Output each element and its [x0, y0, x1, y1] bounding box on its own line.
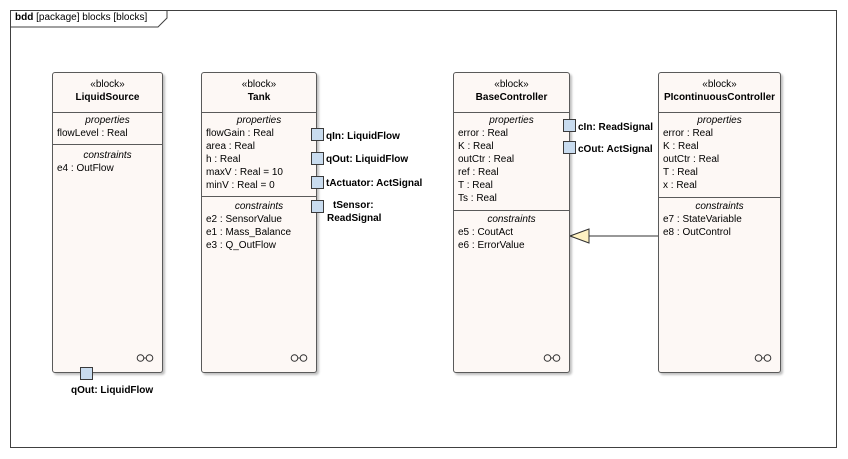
- block-tank[interactable]: «block» Tank properties flowGain : Real …: [201, 72, 317, 373]
- frame-tab-outline: [10, 10, 168, 28]
- block-stereotype: «block»: [702, 79, 737, 90]
- property-item: h : Real: [206, 154, 241, 165]
- port-label-tank-tsensor-line1: tSensor:: [333, 200, 374, 211]
- constraints-title: constraints: [83, 150, 132, 161]
- compartment-separator: [53, 112, 162, 113]
- port-tank-tactuator[interactable]: [311, 176, 324, 189]
- block-stereotype: «block»: [494, 79, 529, 90]
- constraints-title: constraints: [234, 201, 284, 212]
- block-stereotype: «block»: [241, 79, 277, 90]
- compartment-separator: [659, 112, 780, 113]
- properties-title: properties: [697, 115, 742, 126]
- constraint-item: e5 : CoutAct: [458, 227, 514, 238]
- property-item: x : Real: [663, 180, 697, 191]
- property-item: K : Real: [458, 141, 494, 152]
- properties-title: properties: [85, 115, 130, 126]
- constraint-item: e2 : SensorValue: [206, 214, 282, 225]
- compartment-separator: [454, 210, 569, 211]
- property-item: flowGain : Real: [206, 128, 274, 139]
- constraint-item: e1 : Mass_Balance: [206, 227, 292, 238]
- infinity-icon: [290, 354, 308, 362]
- frame-keyword: bdd: [15, 12, 34, 23]
- infinity-icon: [136, 354, 154, 362]
- generalization-arrowhead: [568, 228, 590, 244]
- diagram-frame: [10, 10, 837, 448]
- port-source-qout[interactable]: [80, 367, 93, 380]
- port-label-ctrl-cout: cOut: ActSignal: [578, 144, 653, 155]
- block-pi-controller[interactable]: «block» PIcontinuousController propertie…: [658, 72, 781, 373]
- block-name: LiquidSource: [75, 92, 140, 103]
- property-item: error : Real: [663, 128, 714, 139]
- constraints-title: constraints: [487, 214, 536, 225]
- property-item: area : Real: [206, 141, 255, 152]
- property-item: outCtr : Real: [458, 154, 515, 165]
- property-item: T : Real: [663, 167, 698, 178]
- constraint-item: e3 : Q_OutFlow: [206, 240, 277, 251]
- block-name: Tank: [247, 92, 271, 103]
- port-label-tank-qin: qIn: LiquidFlow: [326, 131, 400, 142]
- frame-text: [package] blocks [blocks]: [36, 12, 148, 23]
- compartment-separator: [659, 197, 780, 198]
- block-stereotype: «block»: [90, 79, 125, 90]
- block-header: «block» PIcontinuousController: [659, 79, 780, 105]
- compartment-separator: [53, 144, 162, 145]
- port-label-tank-qout: qOut: LiquidFlow: [326, 154, 409, 165]
- block-liquid-source[interactable]: «block» LiquidSource properties flowLeve…: [52, 72, 163, 373]
- block-header: «block» Tank: [202, 79, 316, 105]
- block-name: BaseController: [475, 92, 548, 103]
- block-header: «block» BaseController: [454, 79, 569, 105]
- property-item: ref : Real: [458, 167, 499, 178]
- compartment-separator: [454, 112, 569, 113]
- property-item: Ts : Real: [458, 193, 497, 204]
- infinity-icon: [543, 354, 561, 362]
- block-header: «block» LiquidSource: [53, 79, 162, 105]
- property-item: minV : Real = 0: [206, 180, 275, 191]
- constraint-item: e8 : OutControl: [663, 227, 731, 238]
- block-base-controller[interactable]: «block» BaseController properties error …: [453, 72, 570, 373]
- properties-title: properties: [489, 115, 534, 126]
- port-ctrl-cout[interactable]: [563, 141, 576, 154]
- property-item: error : Real: [458, 128, 509, 139]
- constraints-title: constraints: [695, 201, 744, 212]
- property-item: outCtr : Real: [663, 154, 720, 165]
- constraint-item: e6 : ErrorValue: [458, 240, 525, 251]
- port-tank-tsensor[interactable]: [311, 200, 324, 213]
- port-ctrl-cin[interactable]: [563, 119, 576, 132]
- infinity-icon: [754, 354, 772, 362]
- block-name: PIcontinuousController: [663, 92, 776, 103]
- constraint-item: e7 : StateVariable: [663, 214, 742, 225]
- port-tank-qin[interactable]: [311, 128, 324, 141]
- property-item: flowLevel : Real: [57, 128, 128, 139]
- property-item: K : Real: [663, 141, 699, 152]
- port-label-source-qout: qOut: LiquidFlow: [71, 385, 154, 396]
- property-item: T : Real: [458, 180, 493, 191]
- property-item: maxV : Real = 10: [206, 167, 283, 178]
- constraint-item: e4 : OutFlow: [57, 163, 114, 174]
- port-label-ctrl-cin: cIn: ReadSignal: [578, 122, 654, 133]
- port-tank-qout[interactable]: [311, 152, 324, 165]
- compartment-separator: [202, 112, 316, 113]
- frame-label: bdd [package] blocks [blocks]: [15, 12, 147, 23]
- port-label-tank-tactuator: tActuator: ActSignal: [326, 178, 423, 189]
- properties-title: properties: [236, 115, 282, 126]
- compartment-separator: [202, 196, 316, 197]
- port-label-tank-tsensor-line2: ReadSignal: [327, 213, 382, 224]
